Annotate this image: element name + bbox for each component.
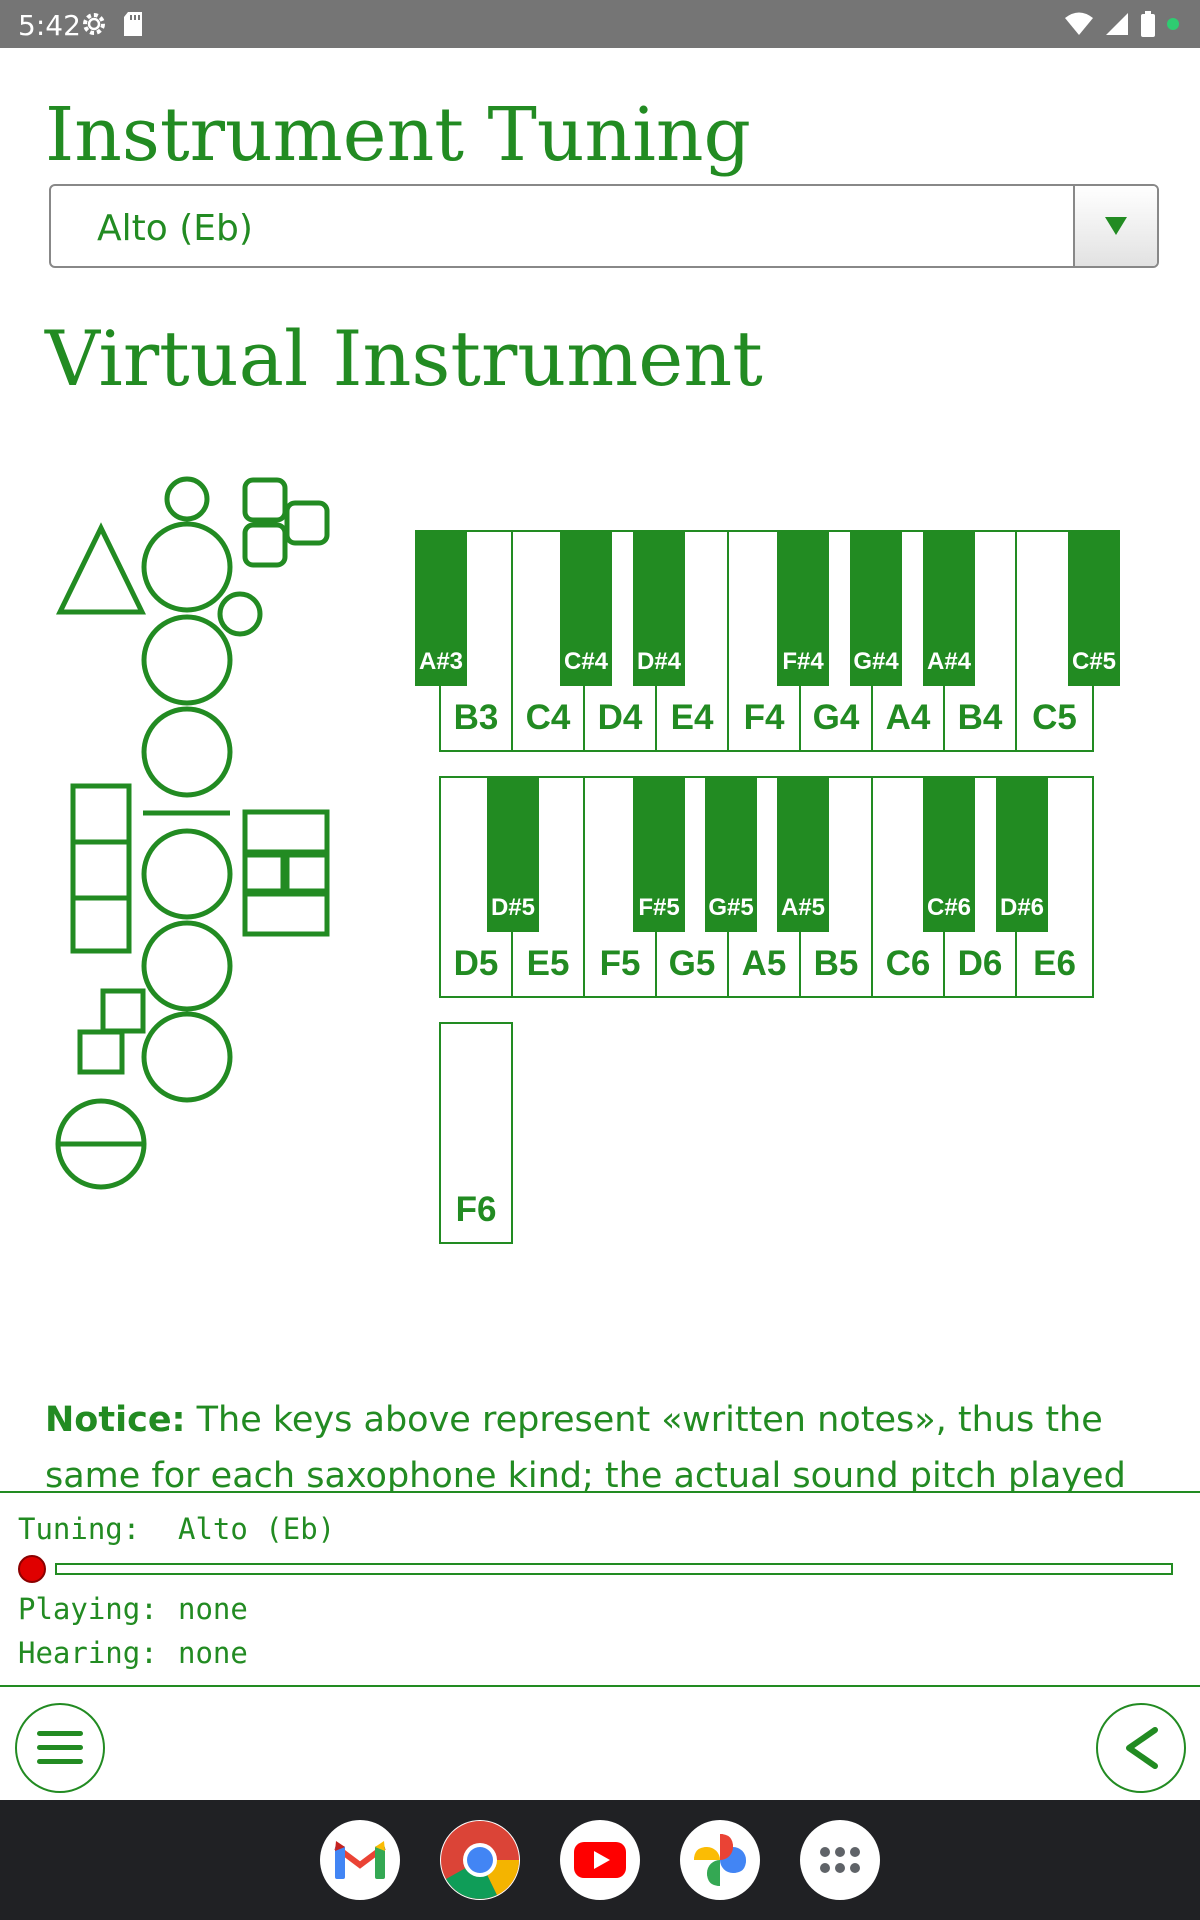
cell-signal-icon: [1106, 13, 1128, 35]
virtual-instrument-heading: Virtual Instrument: [45, 314, 763, 403]
sax-low-key-1[interactable]: [100, 988, 146, 1034]
sax-right-side-key-mid-right[interactable]: [284, 852, 330, 894]
sax-right-side-key-bottom[interactable]: [242, 891, 330, 937]
hearing-status-label: Hearing:: [18, 1636, 158, 1670]
record-indicator-icon: [18, 1555, 46, 1583]
sax-bis-key[interactable]: [217, 591, 263, 637]
hamburger-menu-icon: [37, 1731, 83, 1764]
black-key-d-sharp-4[interactable]: D#4: [633, 530, 685, 686]
sax-small-top-key[interactable]: [164, 476, 210, 522]
black-key-d-sharp-6[interactable]: D#6: [996, 776, 1048, 932]
sax-side-key-1[interactable]: [70, 783, 132, 845]
sax-palm-key-2[interactable]: [242, 522, 288, 568]
status-panel-top-border: [0, 1491, 1200, 1493]
black-key-f-sharp-5[interactable]: F#5: [633, 776, 685, 932]
sax-right-side-key-top[interactable]: [242, 809, 330, 855]
triangle-down-icon: [1105, 217, 1127, 235]
black-key-a-sharp-4[interactable]: A#4: [923, 530, 975, 686]
sd-card-icon: [124, 12, 142, 36]
back-button[interactable]: [1096, 1703, 1186, 1793]
sax-side-key-2[interactable]: [70, 839, 132, 901]
settings-gear-icon: [83, 13, 105, 35]
wifi-icon: [1065, 12, 1093, 35]
virtual-keyboard: B3 C4 D4 E4 F4 G4 A4 B4 C5 A#3 C#4 D#4 F…: [415, 530, 1120, 1244]
black-key-g-sharp-5[interactable]: G#5: [705, 776, 757, 932]
status-panel-bottom-border: [0, 1685, 1200, 1687]
status-time: 5:42: [18, 9, 81, 42]
sax-main-key-2[interactable]: [141, 614, 233, 706]
status-bar: 5:42: [0, 0, 1200, 48]
notification-dot-icon: [1167, 18, 1179, 30]
black-key-f-sharp-4[interactable]: F#4: [777, 530, 829, 686]
chevron-left-icon: [1126, 1727, 1158, 1769]
playback-progress-bar[interactable]: [55, 1563, 1173, 1575]
sax-main-key-4[interactable]: [141, 828, 233, 920]
sax-right-side-key-mid-left[interactable]: [242, 852, 286, 894]
tuning-status-value: Alto (Eb): [178, 1512, 336, 1546]
battery-icon: [1141, 11, 1155, 37]
notice-text: Notice: The keys above represent «writte…: [45, 1392, 1155, 1492]
youtube-app-button[interactable]: [560, 1820, 640, 1900]
notice-body: The keys above represent «written notes»…: [45, 1400, 1126, 1492]
sax-octave-triangle-key[interactable]: [55, 522, 147, 615]
notice-label: Notice:: [45, 1400, 186, 1440]
app-drawer-button[interactable]: [800, 1820, 880, 1900]
black-key-c-sharp-6[interactable]: C#6: [923, 776, 975, 932]
black-key-c-sharp-5[interactable]: C#5: [1068, 530, 1120, 686]
black-key-a-sharp-3[interactable]: A#3: [415, 530, 467, 686]
gmail-app-button[interactable]: [320, 1820, 400, 1900]
black-key-d-sharp-5[interactable]: D#5: [487, 776, 539, 932]
chrome-icon: [441, 1821, 519, 1899]
sax-main-key-3[interactable]: [141, 706, 233, 798]
sax-side-key-3[interactable]: [70, 895, 132, 954]
menu-button[interactable]: [15, 1703, 105, 1793]
app-drawer-icon: [820, 1847, 860, 1873]
sax-palm-key-1[interactable]: [242, 477, 288, 523]
gmail-icon: [334, 1841, 386, 1879]
tuning-select[interactable]: Alto (Eb): [49, 184, 1159, 268]
photos-icon: [694, 1834, 746, 1886]
photos-app-button[interactable]: [680, 1820, 760, 1900]
instrument-tuning-heading: Instrument Tuning: [45, 92, 751, 178]
sax-low-key-2[interactable]: [77, 1029, 125, 1075]
white-key-f6[interactable]: F6: [439, 1022, 513, 1244]
tuning-select-value: Alto (Eb): [97, 208, 253, 249]
sax-palm-key-3[interactable]: [284, 500, 330, 546]
black-key-g-sharp-4[interactable]: G#4: [850, 530, 902, 686]
app-dock: [0, 1800, 1200, 1920]
tuning-status-label: Tuning:: [18, 1512, 141, 1546]
sax-main-key-1[interactable]: [141, 521, 233, 613]
hearing-status-value: none: [178, 1636, 248, 1670]
playing-status-value: none: [178, 1592, 248, 1626]
youtube-icon: [574, 1842, 626, 1878]
sax-main-key-5[interactable]: [141, 920, 233, 1012]
sax-main-key-6[interactable]: [141, 1011, 233, 1103]
saxophone-fingering-diagram: [55, 476, 330, 1190]
black-key-c-sharp-4[interactable]: C#4: [560, 530, 612, 686]
chrome-app-button[interactable]: [440, 1820, 520, 1900]
black-key-a-sharp-5[interactable]: A#5: [777, 776, 829, 932]
dropdown-arrow-button[interactable]: [1073, 186, 1157, 266]
playing-status-label: Playing:: [18, 1592, 158, 1626]
